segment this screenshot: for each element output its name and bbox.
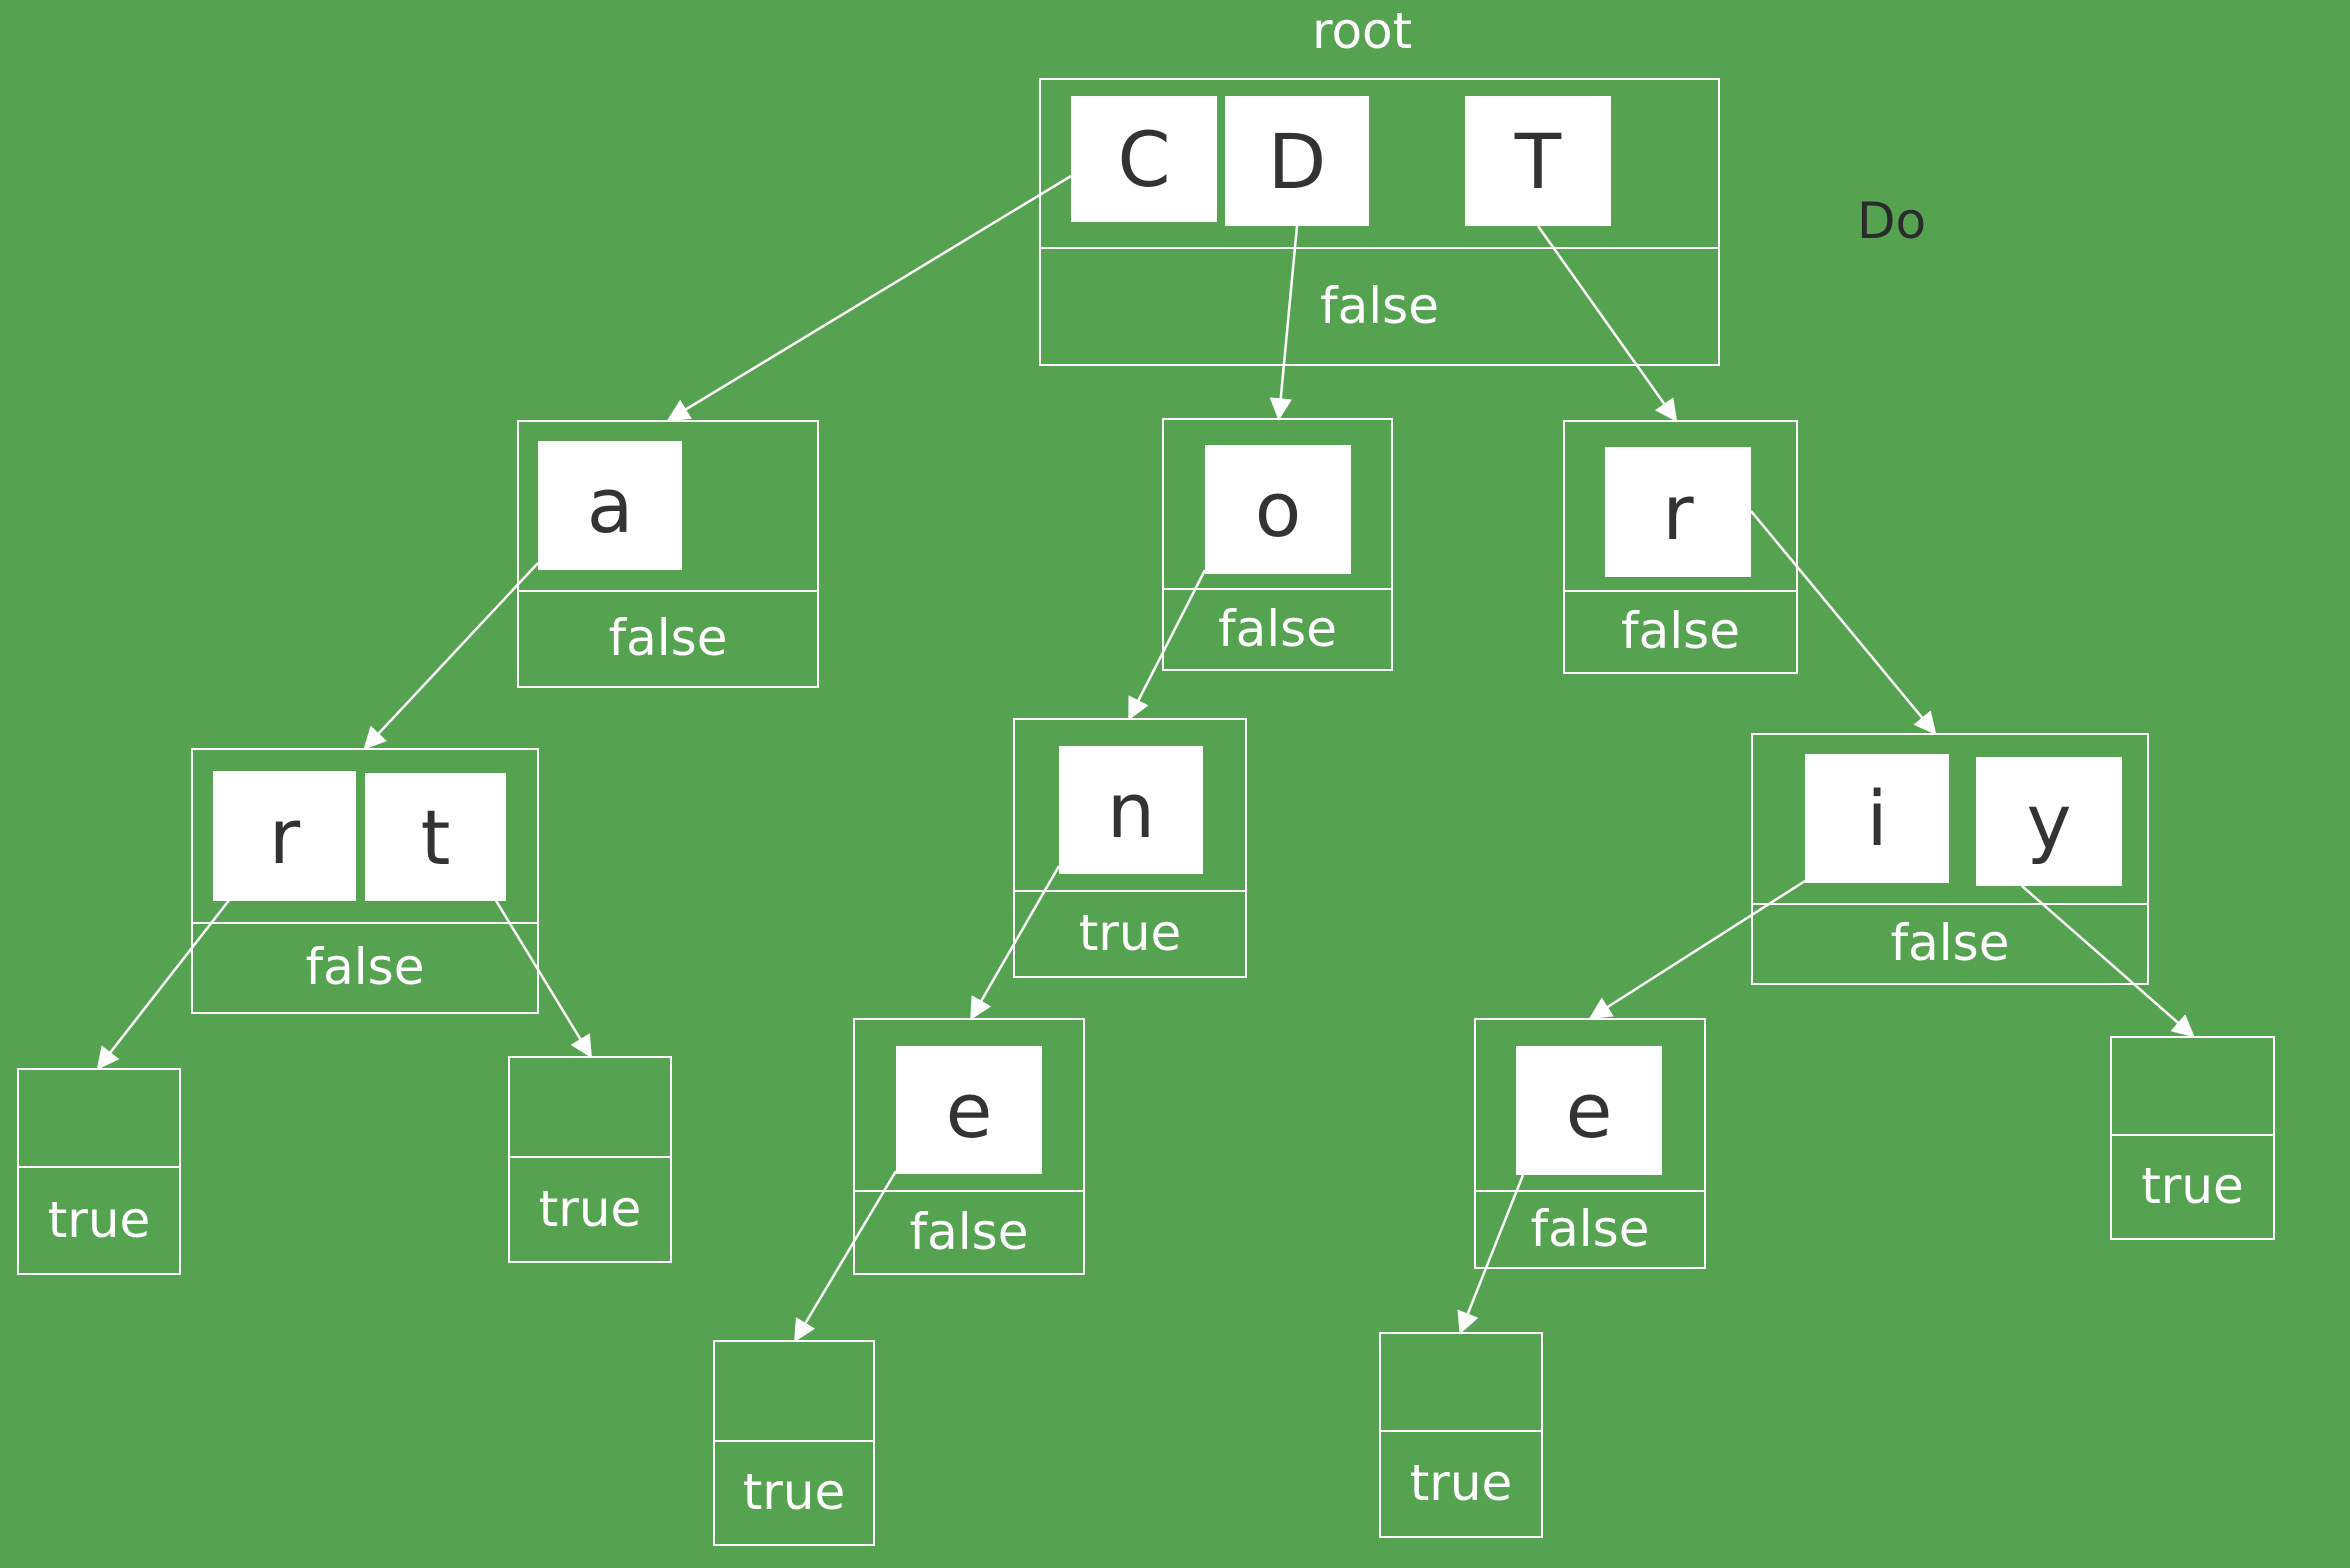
key-r: r bbox=[1605, 447, 1751, 577]
edge-t-to-r bbox=[1536, 225, 1678, 423]
end-flag: true bbox=[1409, 1454, 1513, 1512]
key-d: D bbox=[1225, 96, 1369, 226]
edge-n-to-e bbox=[970, 865, 1061, 1021]
root-label: root bbox=[1312, 2, 1413, 60]
key-e: e bbox=[1516, 1046, 1662, 1175]
end-flag: true bbox=[2141, 1157, 2244, 1215]
edge-c-to-a bbox=[666, 174, 1072, 421]
key-n: n bbox=[1059, 746, 1203, 874]
trie-node-root: false bbox=[1039, 78, 1720, 366]
key-t: t bbox=[365, 773, 506, 901]
trie-node-n: true bbox=[1013, 718, 1247, 978]
end-flag: false bbox=[909, 1202, 1029, 1261]
trie-node-leaf-e: true bbox=[713, 1340, 875, 1546]
end-flag: false bbox=[1621, 602, 1740, 660]
key-i: i bbox=[1805, 754, 1949, 883]
key-y: y bbox=[1976, 757, 2122, 886]
edge-o-to-n bbox=[1128, 569, 1207, 721]
end-flag: false bbox=[1320, 276, 1439, 335]
edge-r-to-leaf bbox=[96, 898, 231, 1070]
edge-i-to-e bbox=[1588, 879, 1806, 1020]
end-flag: false bbox=[608, 609, 728, 667]
trie-node-iy: false bbox=[1751, 733, 2149, 985]
key-o: o bbox=[1205, 445, 1351, 574]
edge-e-to-leaf bbox=[794, 1170, 898, 1343]
key-r: r bbox=[213, 771, 356, 901]
trie-node-rt: false bbox=[191, 748, 539, 1014]
end-flag: true bbox=[538, 1179, 642, 1238]
trie-node-leaf-y: true bbox=[2110, 1036, 2275, 1240]
edge-t-to-leaf bbox=[493, 898, 592, 1059]
end-flag: true bbox=[1078, 904, 1182, 962]
end-flag: false bbox=[1218, 599, 1337, 658]
end-flag: true bbox=[742, 1463, 846, 1521]
key-t: T bbox=[1465, 96, 1611, 226]
end-flag: true bbox=[47, 1190, 151, 1249]
trie-node-e: false bbox=[853, 1018, 1085, 1275]
trie-node-a: false bbox=[517, 420, 819, 688]
end-flag: false bbox=[305, 938, 425, 996]
edge-a-to-rt bbox=[363, 562, 539, 750]
key-a: a bbox=[538, 441, 682, 570]
edge-r-to-iy bbox=[1750, 510, 1937, 735]
key-e: e bbox=[896, 1046, 1042, 1174]
edge-y-to-leaf bbox=[2021, 885, 2195, 1038]
edge-d-to-o bbox=[1269, 225, 1299, 421]
end-flag: false bbox=[1530, 1199, 1650, 1258]
trie-node-r: false bbox=[1563, 420, 1798, 674]
end-flag: false bbox=[1890, 914, 2010, 972]
side-note: Do bbox=[1857, 192, 1927, 250]
edge-e-to-leaf bbox=[1457, 1174, 1525, 1335]
key-c: C bbox=[1071, 96, 1217, 222]
